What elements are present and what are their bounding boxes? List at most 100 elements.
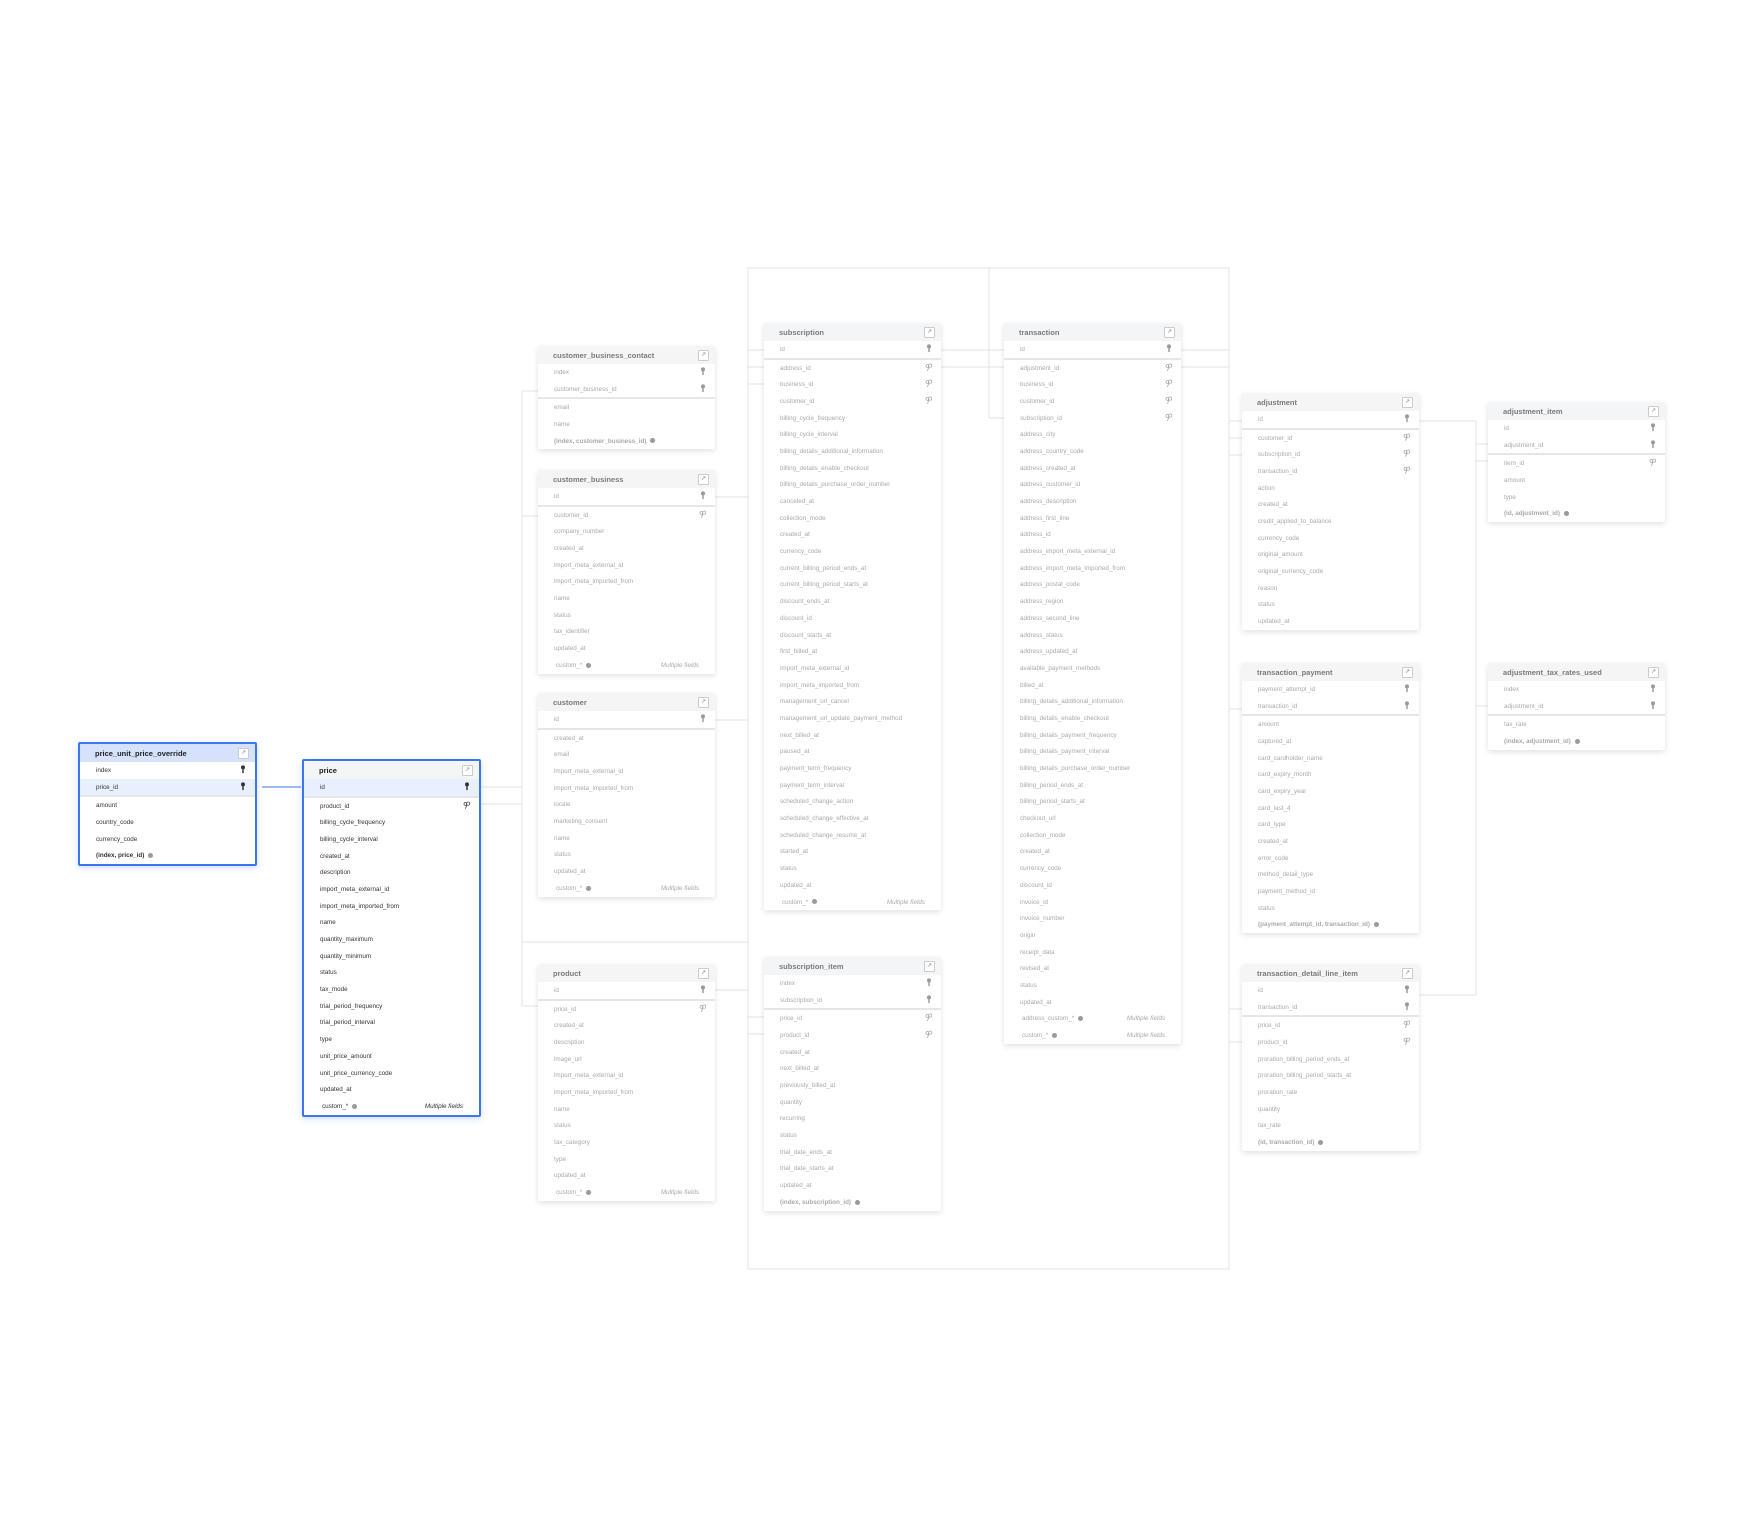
info-icon[interactable] xyxy=(1318,1139,1324,1145)
column-row[interactable]: import_meta_imported_from xyxy=(538,1084,715,1101)
custom-fields-row[interactable]: custom_*Multiple fields xyxy=(538,1184,715,1201)
info-icon[interactable] xyxy=(586,1189,592,1195)
column-row[interactable]: address_import_meta_imported_from xyxy=(1004,560,1181,577)
column-row[interactable]: item_id xyxy=(1488,455,1665,472)
column-row[interactable]: payment_term_interval xyxy=(764,777,941,794)
info-icon[interactable] xyxy=(1563,511,1569,517)
open-external-icon[interactable]: ↗ xyxy=(698,696,709,708)
open-external-icon[interactable]: ↗ xyxy=(1402,396,1413,408)
column-row[interactable]: billing_details_additional_information xyxy=(764,443,941,460)
column-row[interactable]: currency_code xyxy=(80,831,255,848)
column-row[interactable]: subscription_id xyxy=(1242,446,1419,463)
column-row[interactable]: business_id xyxy=(1004,376,1181,393)
column-row[interactable]: id xyxy=(538,982,715,999)
info-icon[interactable] xyxy=(352,1103,358,1109)
custom-fields-row[interactable]: custom_*Multiple fields xyxy=(1004,1027,1181,1044)
column-row[interactable]: country_code xyxy=(80,814,255,831)
column-row[interactable]: transaction_id xyxy=(1242,697,1419,715)
column-row[interactable]: created_at xyxy=(538,730,715,747)
composite-key-row[interactable]: (index, customer_business_id) xyxy=(538,433,715,450)
info-icon[interactable] xyxy=(650,438,656,444)
table-header[interactable]: adjustment_tax_rates_used↗ xyxy=(1488,663,1665,681)
open-external-icon[interactable]: ↗ xyxy=(924,960,935,972)
column-row[interactable]: created_at xyxy=(538,540,715,557)
column-row[interactable]: address_postal_code xyxy=(1004,577,1181,594)
column-row[interactable]: address_region xyxy=(1004,593,1181,610)
column-row[interactable]: name xyxy=(304,915,479,932)
column-row[interactable]: marketing_consent xyxy=(538,813,715,830)
column-row[interactable]: import_meta_imported_from xyxy=(538,780,715,797)
column-row[interactable]: status xyxy=(538,847,715,864)
composite-key-row[interactable]: (id, transaction_id) xyxy=(1242,1134,1419,1151)
table-header[interactable]: adjustment_item↗ xyxy=(1488,402,1665,420)
column-row[interactable]: billed_at xyxy=(1004,677,1181,694)
column-row[interactable]: subscription_id xyxy=(1004,410,1181,427)
custom-fields-row[interactable]: custom_*Multiple fields xyxy=(764,894,941,911)
column-row[interactable]: receipt_data xyxy=(1004,944,1181,961)
column-row[interactable]: tax_mode xyxy=(304,981,479,998)
column-row[interactable]: method_detail_type xyxy=(1242,867,1419,884)
column-row[interactable]: discount_id xyxy=(1004,877,1181,894)
column-row[interactable]: card_expiry_month xyxy=(1242,766,1419,783)
column-row[interactable]: proration_billing_period_starts_at xyxy=(1242,1067,1419,1084)
column-row[interactable]: created_at xyxy=(764,527,941,544)
column-row[interactable]: previously_billed_at xyxy=(764,1077,941,1094)
column-row[interactable]: created_at xyxy=(1004,844,1181,861)
open-external-icon[interactable]: ↗ xyxy=(698,967,709,979)
column-row[interactable]: customer_id xyxy=(538,507,715,524)
column-row[interactable]: discount_ends_at xyxy=(764,593,941,610)
column-row[interactable]: billing_details_payment_frequency xyxy=(1004,727,1181,744)
column-row[interactable]: quantity_maximum xyxy=(304,931,479,948)
column-row[interactable]: billing_details_enable_checkout xyxy=(1004,710,1181,727)
column-row[interactable]: image_url xyxy=(538,1051,715,1068)
column-row[interactable]: name xyxy=(538,416,715,433)
column-row[interactable]: id xyxy=(1242,982,1419,999)
column-row[interactable]: invoice_id xyxy=(1004,894,1181,911)
column-row[interactable]: quantity xyxy=(764,1094,941,1111)
table-header[interactable]: transaction_detail_line_item↗ xyxy=(1242,964,1419,982)
column-row[interactable]: status xyxy=(764,1127,941,1144)
column-row[interactable]: customer_id xyxy=(1004,393,1181,410)
column-row[interactable]: id xyxy=(1242,411,1419,428)
column-row[interactable]: locale xyxy=(538,796,715,813)
table-header[interactable]: product↗ xyxy=(538,964,715,982)
open-external-icon[interactable]: ↗ xyxy=(924,326,935,338)
column-row[interactable]: id xyxy=(1488,420,1665,437)
info-icon[interactable] xyxy=(1078,1016,1084,1022)
column-row[interactable]: updated_at xyxy=(1242,613,1419,630)
column-row[interactable]: started_at xyxy=(764,844,941,861)
column-row[interactable]: name xyxy=(538,830,715,847)
column-row[interactable]: index xyxy=(1488,681,1665,698)
column-row[interactable]: currency_code xyxy=(764,543,941,560)
column-row[interactable]: address_created_at xyxy=(1004,460,1181,477)
column-row[interactable]: current_billing_period_starts_at xyxy=(764,577,941,594)
column-row[interactable]: billing_cycle_frequency xyxy=(764,410,941,427)
column-row[interactable]: card_last_4 xyxy=(1242,800,1419,817)
column-row[interactable]: status xyxy=(304,965,479,982)
column-row[interactable]: product_id xyxy=(1242,1034,1419,1051)
column-row[interactable]: reason xyxy=(1242,580,1419,597)
column-row[interactable]: updated_at xyxy=(1004,994,1181,1011)
column-row[interactable]: address_city xyxy=(1004,426,1181,443)
column-row[interactable]: type xyxy=(304,1031,479,1048)
column-row[interactable]: scheduled_change_effective_at xyxy=(764,810,941,827)
column-row[interactable]: address_id xyxy=(764,360,941,377)
column-row[interactable]: unit_price_amount xyxy=(304,1048,479,1065)
table-header[interactable]: customer_business_contact↗ xyxy=(538,346,715,364)
column-row[interactable]: card_type xyxy=(1242,817,1419,834)
table-header[interactable]: price_unit_price_override↗ xyxy=(80,744,255,762)
column-row[interactable]: address_status xyxy=(1004,627,1181,644)
column-row[interactable]: tax_identifier xyxy=(538,624,715,641)
column-row[interactable]: card_cardholder_name xyxy=(1242,750,1419,767)
column-row[interactable]: created_at xyxy=(538,1017,715,1034)
column-row[interactable]: adjustment_id xyxy=(1004,360,1181,377)
column-row[interactable]: paused_at xyxy=(764,744,941,761)
